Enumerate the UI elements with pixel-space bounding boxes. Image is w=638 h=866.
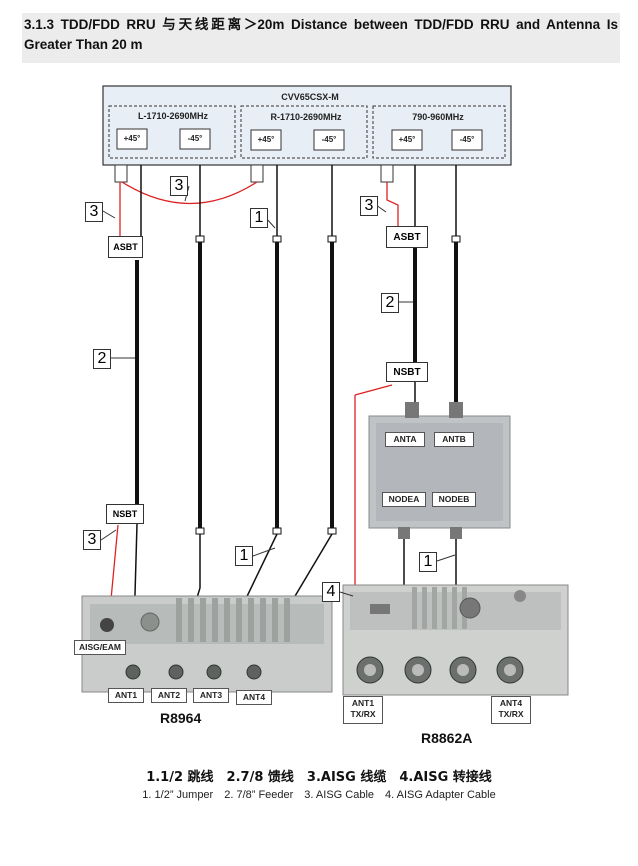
nodeb-label: NODEB [432,492,476,507]
nodea-label: NODEA [382,492,426,507]
port-label-6: -45° [459,135,475,144]
cable-number-1-top: 1 [250,208,268,228]
antb-label: ANTB [434,432,474,447]
legend-chinese: 1.1/2 跳线 2.7/8 馈线 3.AISG 线缆 4.AISG 转接线 [146,770,492,785]
antenna-body [102,85,512,166]
band-label-2: R-1710-2690MHz [270,112,342,122]
cable-number-3-left-lower: 3 [83,530,101,550]
rru-right-port-ant1-sub: TX/RX [350,709,376,719]
antenna-model-label: CVV65CSX-M [281,92,339,102]
cable-number-1-lower-left: 1 [235,546,253,566]
antenna-band-box-1 [108,105,236,159]
rru-right-port-ant1-name: ANT1 [351,698,375,708]
cable-number-3-top-right: 3 [360,196,378,216]
rru-right-port-ant1: ANT1 TX/RX [343,696,383,724]
section-title: 3.1.3 TDD/FDD RRU 与天线距离＞20m Distance bet… [24,17,618,52]
cable-number-2-left: 2 [93,349,111,369]
nsbt-left: NSBT [106,504,144,524]
rru-right-port-ant4: ANT4 TX/RX [491,696,531,724]
rru-left-name: R8964 [160,710,202,726]
rru-right-port-ant4-sub: TX/RX [498,709,524,719]
port-label-1: +45° [123,134,141,143]
rru-r8964-body [81,595,333,693]
rru-left-port-ant1: ANT1 [108,688,144,703]
cable-number-3-arc: 3 [170,176,188,196]
cable-number-4: 4 [322,582,340,602]
cable-number-1-lower-right: 1 [419,552,437,572]
cable-number-2-right: 2 [381,293,399,313]
aisg-eam-label: AISG/EAM [74,640,126,655]
rru-left-port-ant3: ANT3 [193,688,229,703]
anta-label: ANTA [385,432,425,447]
combiner-box [368,402,511,539]
rru-r8862a-body [342,584,569,696]
port-label-2: -45° [187,134,203,143]
port-label-5: +45° [398,135,416,144]
rru-left-port-ant2: ANT2 [151,688,187,703]
legend-english: 1. 1/2” Jumper 2. 7/8” Feeder 3. AISG Ca… [142,789,496,801]
rru-right-port-ant4-name: ANT4 [499,698,523,708]
section-header-band [22,13,620,63]
port-label-4: -45° [321,135,337,144]
band-label-1: L-1710-2690MHz [137,111,209,121]
cable-number-3-top-left: 3 [85,202,103,222]
port-label-3: +45° [257,135,275,144]
nsbt-right: NSBT [386,362,428,382]
band-label-3: 790-960MHz [412,112,464,122]
rru-left-port-ant4: ANT4 [236,690,272,705]
antenna-band-box-3 [372,105,506,159]
asbt-left: ASBT [108,236,143,258]
rru-right-name: R8862A [421,730,473,746]
antenna-band-box-2 [240,105,368,159]
asbt-right: ASBT [386,226,428,248]
